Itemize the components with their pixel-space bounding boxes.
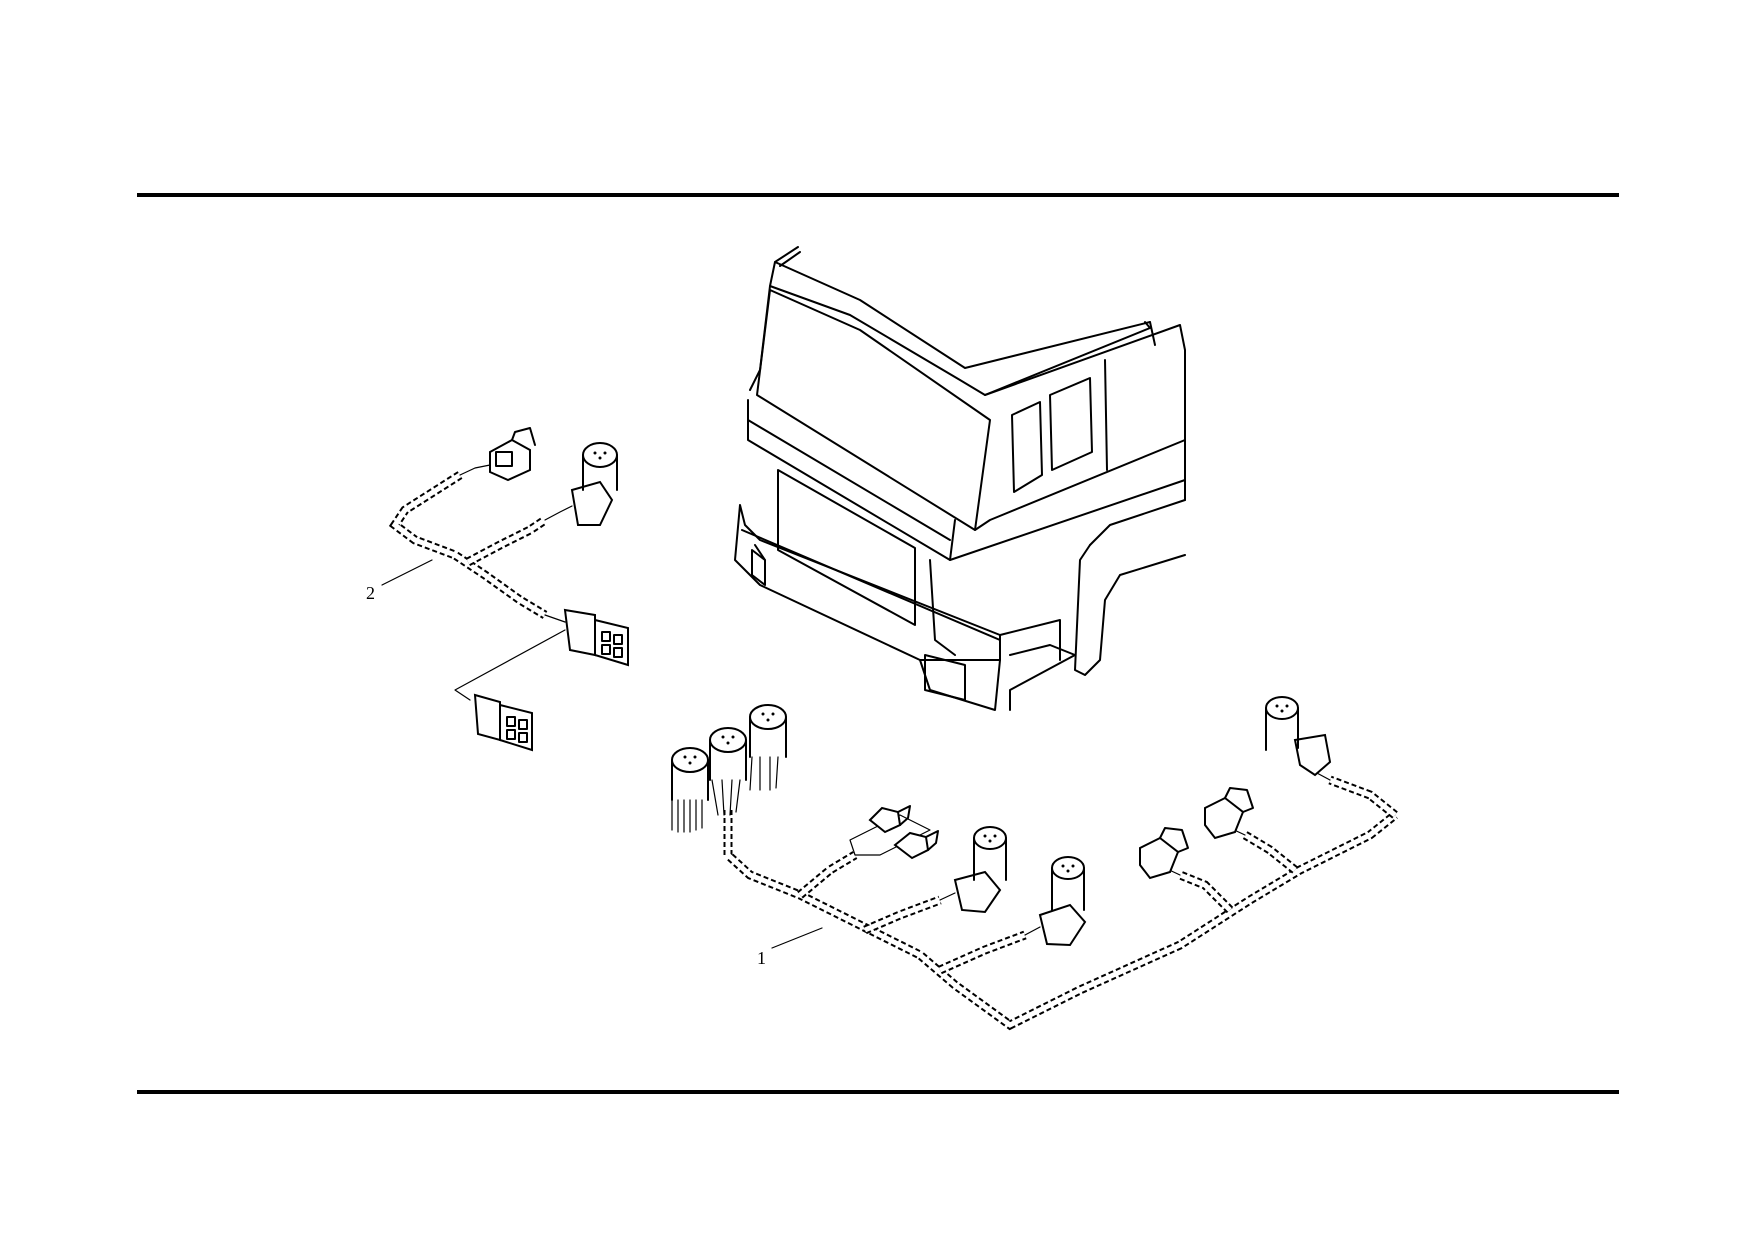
harness-1 — [671, 696, 1398, 1031]
bottom-rule — [137, 1090, 1619, 1094]
truck-cab — [734, 246, 1186, 711]
callout-1: 1 — [757, 948, 766, 968]
round-connectors — [671, 704, 787, 833]
callout-2: 2 — [366, 583, 375, 603]
top-rule — [137, 193, 1619, 197]
harness-2 — [381, 427, 629, 752]
bulb-holders — [849, 805, 939, 860]
